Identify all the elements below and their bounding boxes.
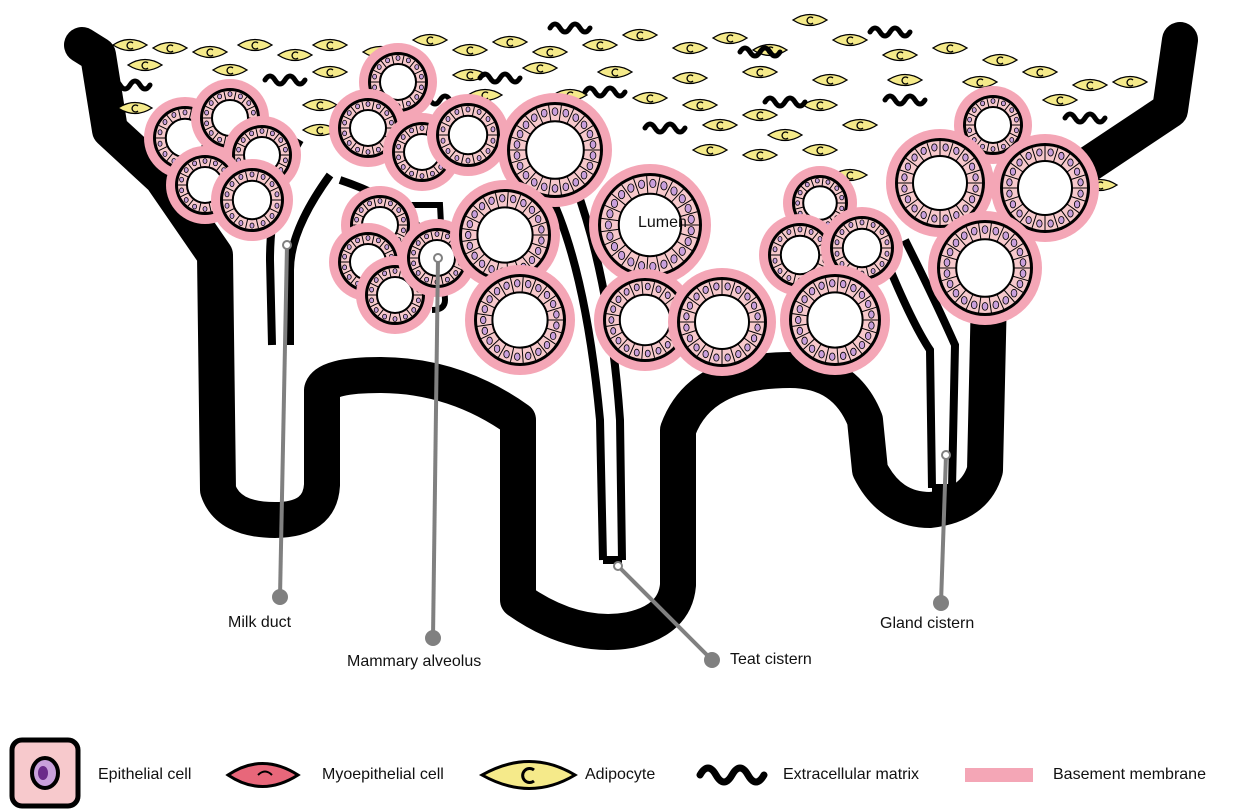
- legend-epithelial-cell: Epithelial cell: [98, 766, 191, 784]
- legend-myoepithelial-cell: Myoepithelial cell: [322, 766, 444, 784]
- adipocyte-icon: [482, 762, 575, 789]
- gland-cistern-label: Gland cistern: [880, 615, 974, 633]
- lumen-label: Lumen: [638, 214, 687, 232]
- alveolus: [780, 265, 890, 375]
- extracellular-matrix-icon: [700, 768, 764, 782]
- alveolus: [928, 211, 1042, 325]
- myoepithelial-cell-icon: [228, 764, 298, 787]
- basement-membrane-icon: [965, 768, 1033, 782]
- alveolus: [211, 159, 293, 241]
- teat-cistern-label: Teat cistern: [730, 651, 812, 669]
- legend-adipocyte: Adipocyte: [585, 766, 655, 784]
- mammary-alveolus-label: Mammary alveolus: [347, 653, 481, 671]
- alveolus: [465, 265, 575, 375]
- milk-duct-label: Milk duct: [228, 614, 291, 632]
- alveolus: [427, 94, 509, 176]
- legend-basement-membrane: Basement membrane: [1053, 766, 1206, 784]
- alveolus: [668, 268, 776, 376]
- legend-extracellular-matrix: Extracellular matrix: [783, 766, 919, 784]
